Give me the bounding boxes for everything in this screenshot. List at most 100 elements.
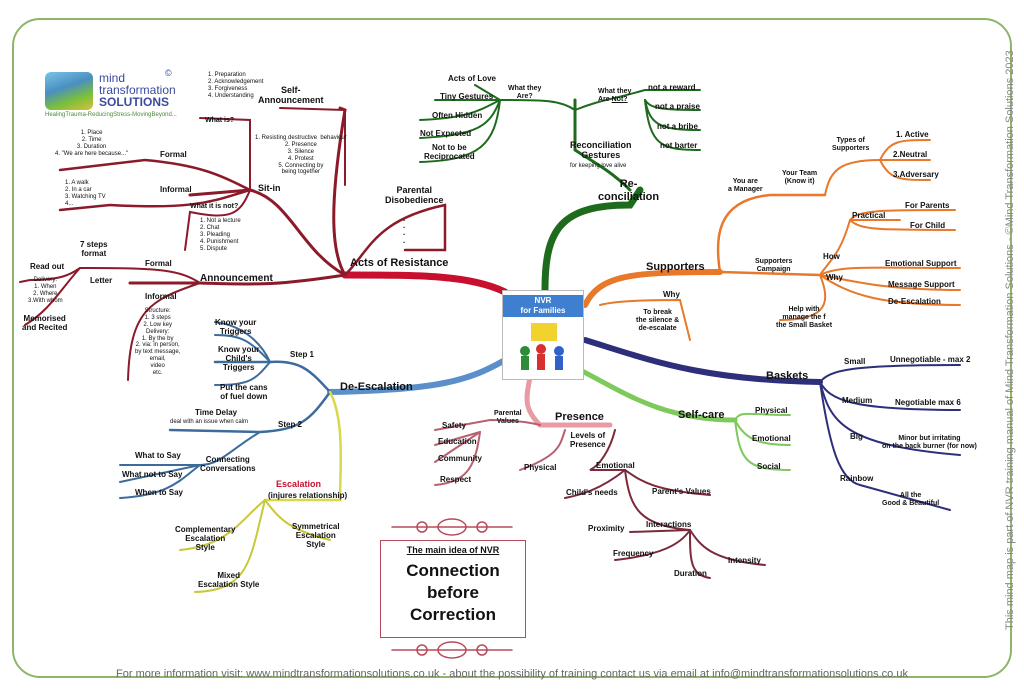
proximity-label: Proximity [588,524,625,533]
when-to-say-label: When to Say [135,488,184,497]
sit-in-label: Sit-in [258,183,281,193]
know-child-triggers-label: Know your Child's Triggers [218,345,260,373]
not-barter-label: not barter [660,141,698,150]
central-title: NVR for Families [503,295,583,317]
logo-tagline: HealingTrauma-ReducingStress-MovingBeyon… [45,112,177,118]
logo: mind © transformation SOLUTIONS HealingT… [45,68,180,122]
main-idea-line2: before [427,583,479,602]
medium-desc: Negotiable max 6 [895,398,961,407]
branch-acts [341,271,509,296]
main-idea-box: The main idea of NVR Connection before C… [380,540,526,638]
childs-needs-label: Child's needs [566,488,618,497]
deesc-title: De-Escalation [340,381,413,393]
recon-gestures-label: Reconciliation Gestures [570,140,632,161]
sit-in-informal-label: Informal [160,185,192,194]
baskets-title: Baskets [766,370,809,382]
big-desc: Minor but irritating on the back burner … [882,435,977,451]
small-desc: Unnegotiable - max 2 [890,355,971,364]
self-announcement-label: Self- Announcement [258,85,324,106]
sit-in-formal-list: 1. Place 2. Time 3. Duration 4. "We are … [55,130,129,157]
not-expected-label: Not Expected [420,129,472,138]
central-title-line2: for Families [520,306,566,315]
what-not-to-say-label: What not to Say [122,470,183,479]
branch-deesc [327,357,508,395]
interactions-label: Interactions [646,520,692,529]
selfcare-title: Self-care [678,409,725,421]
delivery-list: Delivery: 1. When 2. Where 3.With whom [28,277,63,304]
for-child-label: For Child [910,221,946,230]
message-support-label: Message Support [888,280,955,289]
not-praise-label: not a praise [655,102,700,111]
parental-values-label: Parental Values [494,410,522,426]
know-triggers-label: Know your Triggers [215,318,257,337]
announcement-label: Announcement [200,273,273,284]
footer-info: For more information visit: www.mindtran… [116,668,908,680]
symmetrical-label: Symmetrical Escalation Style [292,522,340,550]
read-out-label: Read out [30,262,65,271]
community-label: Community [438,454,482,463]
family-figures-icon [520,323,564,370]
acts-title: Acts of Resistance [350,257,449,269]
for-parents-label: For Parents [905,201,950,210]
rainbow-label: Rainbow [840,474,874,483]
central-title-line1: NVR [534,296,552,305]
not-word: Not? [611,96,628,104]
structure-list: Structure: 1. 3 steps 2. Low key Deliver… [135,308,181,377]
physical-label: Physical [524,463,557,472]
parental-disobedience-dots: . . . . [403,214,406,245]
often-hidden-label: Often Hidden [432,111,483,120]
frequency-label: Frequency [613,549,654,558]
acts-of-love-label: Acts of Love [448,74,497,83]
parental-disobedience-label: Parental Disobedience [385,185,444,206]
branch-recon [541,186,644,294]
main-idea-heading: The main idea of NVR [406,545,500,555]
side-copyright-note: This mind map is part of NVR training ma… [1004,50,1016,630]
big-label: Big [850,432,863,441]
tiny-gestures-label: Tiny Gestures [440,92,494,101]
manager-label: You are a Manager [728,178,763,194]
education-label: Education [438,437,477,446]
not-bribe-label: not a bribe [657,122,698,131]
how-label: How [823,252,840,261]
put-cans-label: Put the cans of fuel down [220,383,268,402]
sit-in-formal-label: Formal [160,150,187,159]
time-delay-label: Time Delay [195,408,238,417]
branch-selfcare [577,367,738,423]
what-is-list: 1. Resisting destructive behaviour 2. Pr… [255,135,347,176]
main-idea-line1: Connection [406,561,500,580]
active-label: 1. Active [896,130,929,139]
why-label: Why [826,273,843,282]
page-frame [12,18,1012,678]
duration-label: Duration [674,569,707,578]
sit-in-informal-list: 1. A walk 2. In a car 3. Watching TV 4..… [65,180,106,207]
logo-mountain-icon [45,72,93,110]
respect-label: Respect [440,475,472,484]
mixed-label: Mixed Escalation Style [198,571,260,590]
escalation-label: Escalation [276,479,322,489]
what-it-is-not-label: What it is not? [190,203,239,210]
what-they-are-not-text: What they Are [598,88,632,104]
supporters-deesc-label: De-Escalation [888,297,941,306]
selfcare-physical-label: Physical [755,406,788,415]
not-reciprocated-label: Not to be Reciprocated [424,143,475,162]
rainbow-desc: All the Good & Beautiful [882,492,940,508]
why2-label: Why [663,290,680,299]
emotional-support-label: Emotional Support [885,259,957,268]
selfcare-emotional-label: Emotional [752,434,791,443]
supporters-title: Supporters [646,261,705,273]
connecting-conversations-label: Connecting Conversations [200,455,256,474]
branch-baskets [582,337,823,385]
adversary-label: 3.Adversary [893,170,939,179]
self-announcement-list: 1. Preparation 2. Acknowledgement 3. For… [208,72,264,99]
step1-label: Step 1 [290,350,315,359]
safety-label: Safety [442,421,467,430]
branch-supporters [582,269,723,308]
break-silence-label: To break the silence & de-escalate [636,309,680,333]
emotional-label: Emotional [596,461,635,470]
intensity-label: Intensity [728,556,761,565]
what-they-are-not-label: What they Are Not? [598,88,631,104]
campaign-label: Supporters Campaign [755,258,793,274]
not-reward-label: not a reward [648,83,696,92]
what-it-is-not-list: 1. Not a lecture 2. Chat 3. Pleading 4. … [200,218,241,252]
